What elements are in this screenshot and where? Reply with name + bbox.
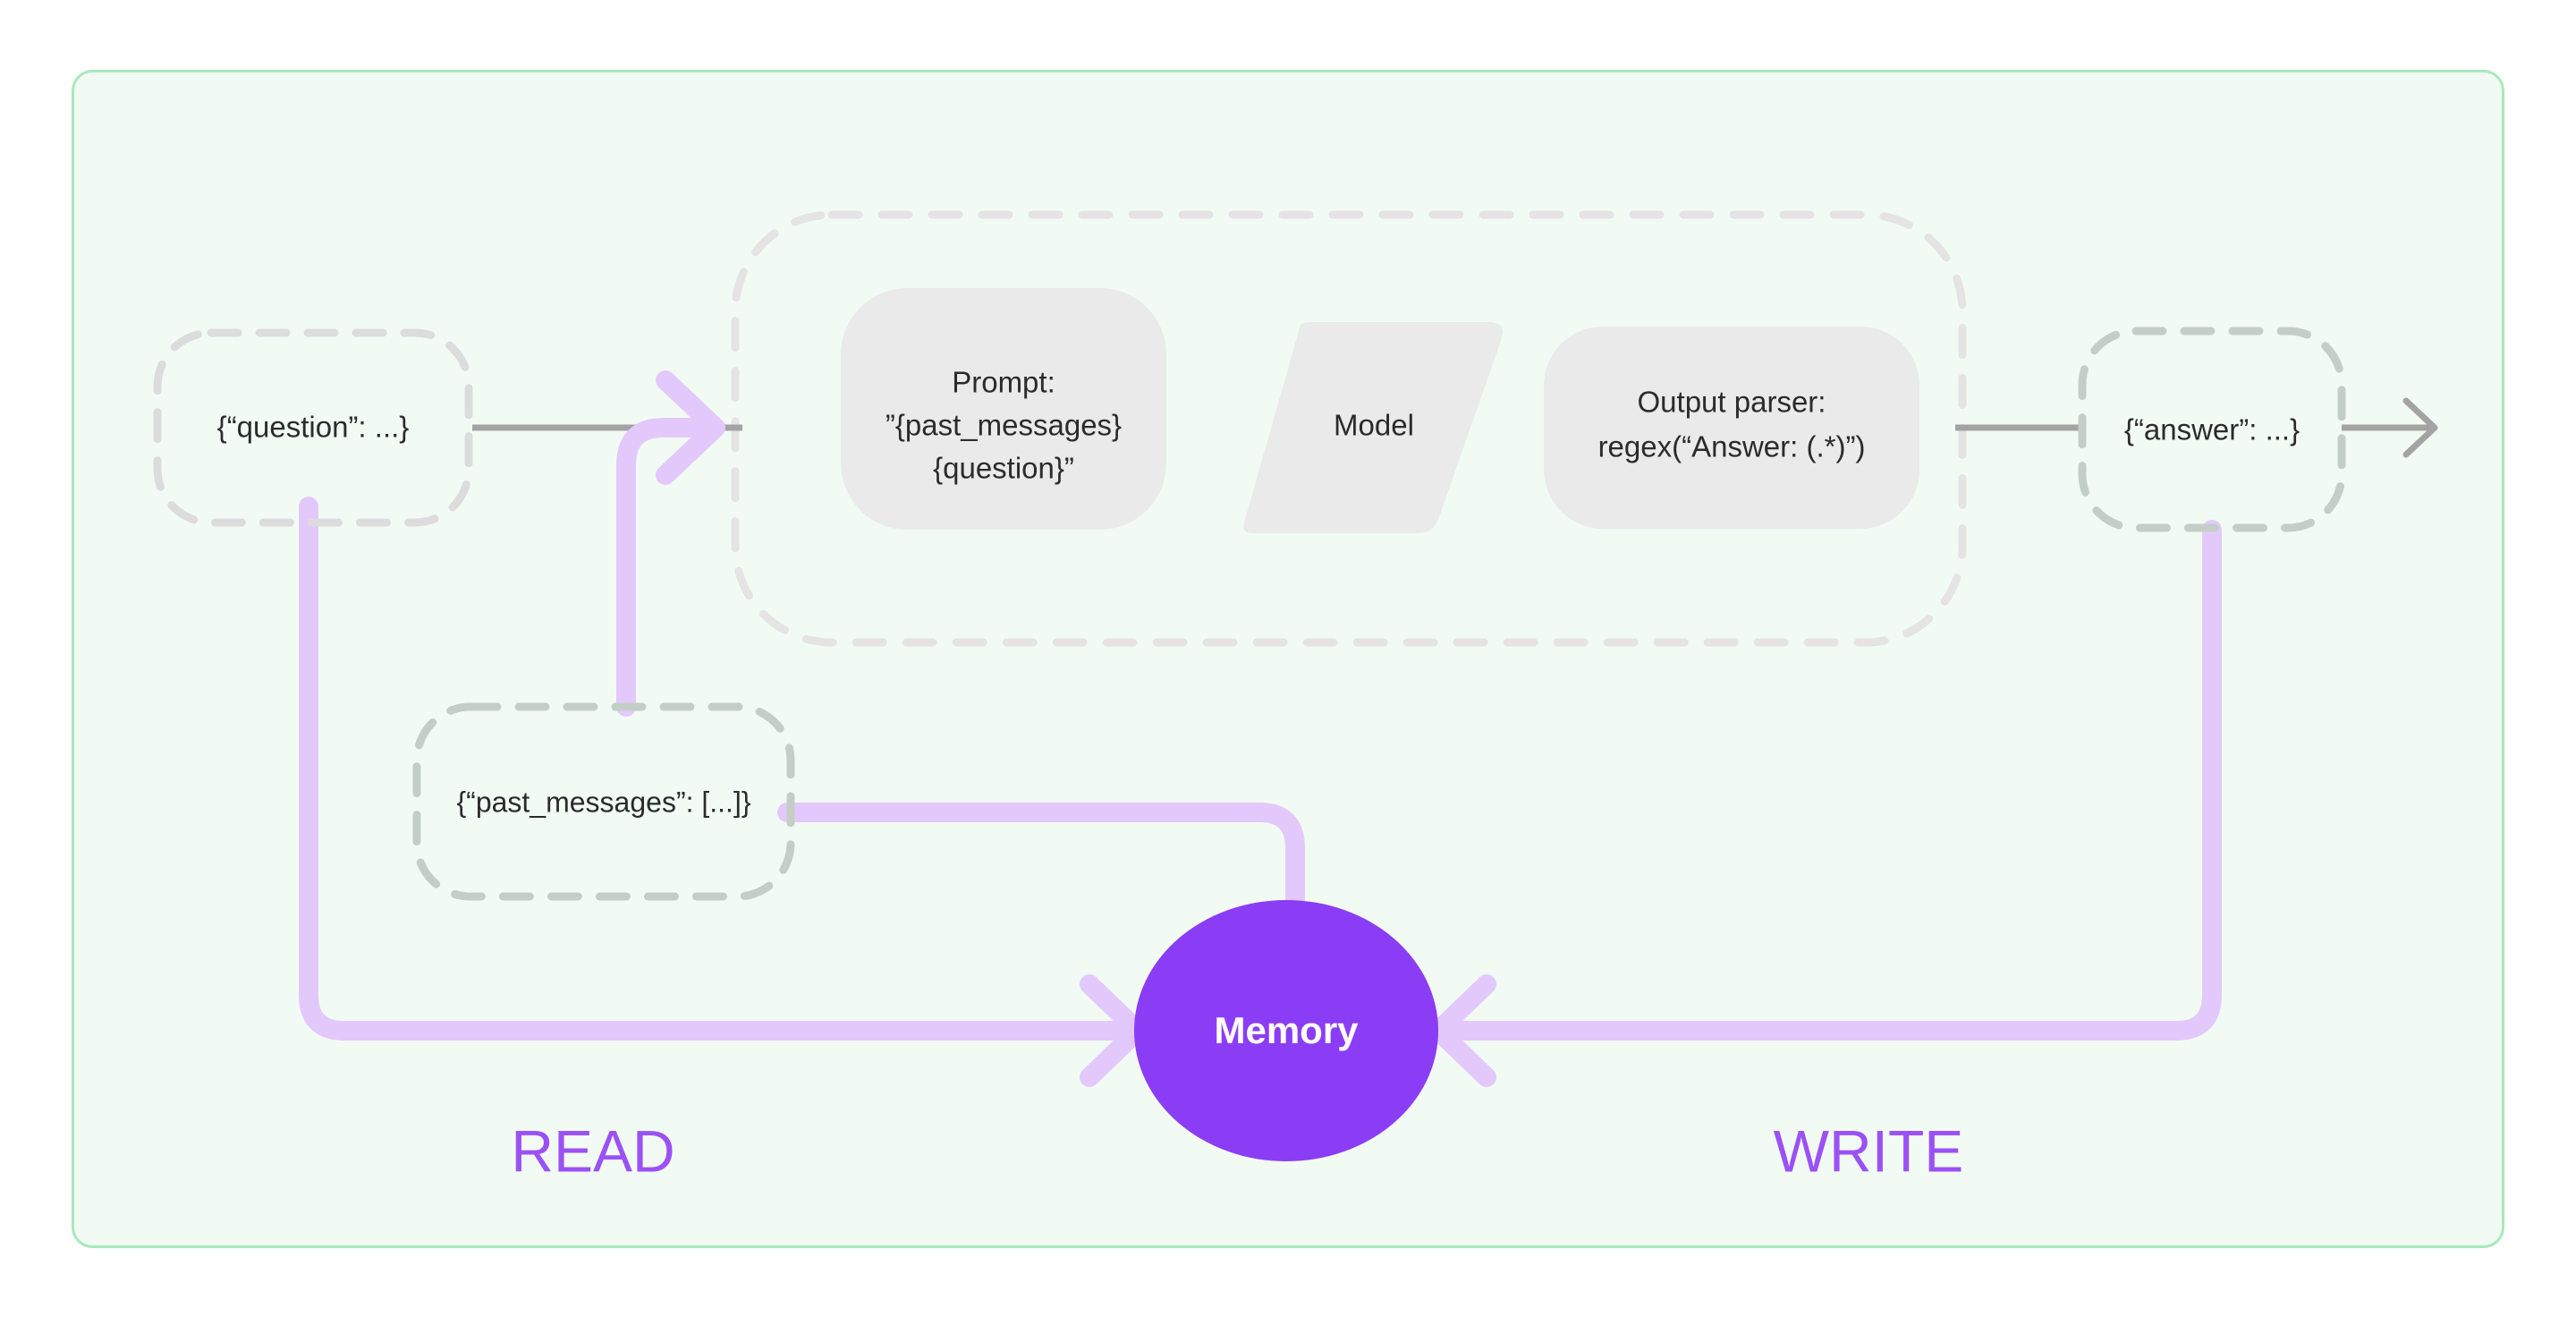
edge-past-messages-to-memory [777, 803, 1305, 931]
edge-answer-to-output [2342, 397, 2438, 458]
edge-past-messages-to-chain [616, 370, 725, 717]
label-read: READ [511, 1117, 674, 1184]
node-past-messages-label: {“past_messages”: [...]} [456, 786, 750, 818]
node-model-shape [1243, 322, 1503, 533]
node-output-parser-line-2: regex(“Answer: (.*)”) [1598, 430, 1866, 463]
node-model-label: Model [1334, 409, 1414, 442]
node-past-messages-border [412, 702, 795, 901]
node-memory-label: Memory [1214, 1009, 1359, 1051]
node-memory[interactable]: Memory [1134, 900, 1438, 1161]
node-question[interactable]: {“question”: ...} [153, 328, 473, 527]
node-prompt-line-3: {question}” [933, 452, 1074, 485]
node-output-parser[interactable]: Output parser: regex(“Answer: (.*)”) [1544, 327, 1919, 529]
node-question-label: {“question”: ...} [217, 411, 410, 444]
node-answer[interactable]: {“answer”: ...} [2078, 327, 2346, 532]
node-answer-border [2078, 327, 2346, 532]
node-answer-label: {“answer”: ...} [2124, 413, 2300, 446]
node-model[interactable]: Model [1243, 322, 1503, 533]
node-past-messages[interactable]: {“past_messages”: [...]} [412, 702, 795, 901]
node-prompt-line-1: Prompt: [952, 366, 1055, 399]
node-output-parser-shape [1544, 327, 1919, 529]
node-memory-shape [1134, 900, 1438, 1161]
node-prompt[interactable]: Prompt: ”{past_messages} {question}” [841, 288, 1166, 530]
node-prompt-line-2: ”{past_messages} [886, 409, 1122, 442]
label-write: WRITE [1774, 1117, 1964, 1184]
node-prompt-shape [841, 288, 1166, 530]
node-output-parser-line-1: Output parser: [1638, 386, 1826, 419]
node-question-border [153, 328, 473, 527]
